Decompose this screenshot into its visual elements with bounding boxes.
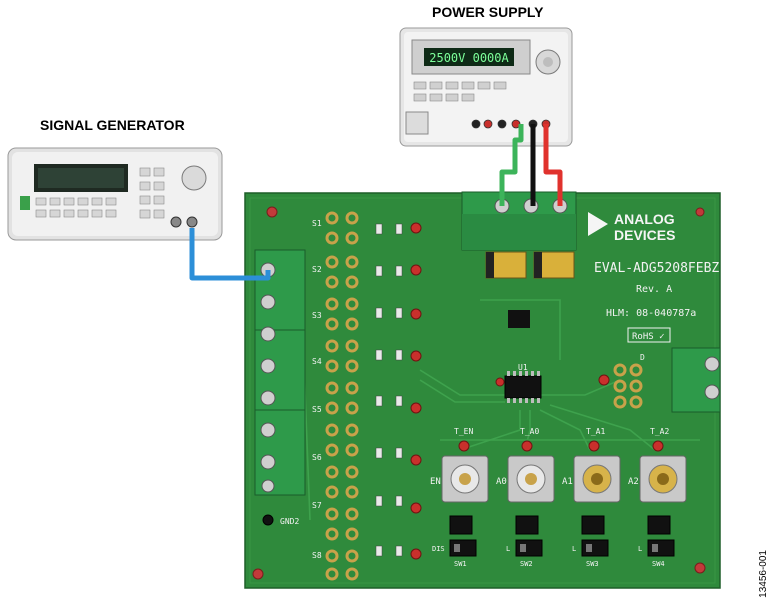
control-test-point-label: T_EN <box>454 427 473 436</box>
connector-label: A1 <box>562 477 573 487</box>
mux-ic <box>504 375 542 399</box>
power-supply-label: POWER SUPPLY <box>432 4 544 20</box>
ic-label: U1 <box>518 363 528 372</box>
board-revision: Rev. A <box>636 284 672 295</box>
source-label: S7 <box>312 501 322 510</box>
analog-devices-logo <box>588 212 608 236</box>
board-part-number: EVAL-ADG5208FEBZ <box>594 261 719 276</box>
source-label: S5 <box>312 405 322 414</box>
red-wire <box>543 124 563 206</box>
sma-connectors <box>441 455 687 503</box>
source-label: S6 <box>312 453 322 462</box>
board-hlm: HLM: 08-040787a <box>606 308 696 319</box>
connector-label: EN <box>430 477 441 487</box>
brand-line2: DEVICES <box>614 227 675 243</box>
switch-label: SW1 <box>454 560 467 568</box>
green-wire <box>499 124 524 206</box>
brand-line1: ANALOG <box>614 211 675 227</box>
control-test-point-label: T_A2 <box>650 427 669 436</box>
switch[interactable] <box>647 539 675 557</box>
switch[interactable] <box>515 539 543 557</box>
switch-side-label: DIS <box>432 545 445 553</box>
connector-label: A0 <box>496 477 507 487</box>
signal-generator-label: SIGNAL GENERATOR <box>40 117 185 133</box>
switch-side-label: L <box>572 545 576 553</box>
drain-label: D <box>640 353 645 362</box>
switch-label: SW3 <box>586 560 599 568</box>
control-test-point-label: T_A0 <box>520 427 539 436</box>
switch[interactable] <box>449 539 477 557</box>
gnd-label: GND2 <box>280 517 299 526</box>
source-terminal-blocks <box>254 249 306 496</box>
signal-generator-unit <box>7 147 223 241</box>
switch-label: SW4 <box>652 560 665 568</box>
switch-side-label: L <box>506 545 510 553</box>
connector-label: A2 <box>628 477 639 487</box>
rohs-mark: RoHS ✓ <box>632 332 665 342</box>
control-test-point-label: T_A1 <box>586 427 605 436</box>
switch[interactable] <box>581 539 609 557</box>
eval-board: U1 <box>244 191 721 589</box>
signal-generator-knob[interactable] <box>181 165 207 191</box>
psu-display-text: 2500V 0000A <box>429 51 509 65</box>
blue-wire <box>189 228 271 281</box>
source-label: S4 <box>312 357 322 366</box>
source-label: S3 <box>312 311 322 320</box>
source-label: S8 <box>312 551 322 560</box>
psu-display <box>424 48 514 66</box>
source-label: S1 <box>312 219 322 228</box>
switch-label: SW2 <box>520 560 533 568</box>
switch-side-label: L <box>638 545 642 553</box>
power-supply-unit: 2500V 0000A <box>399 27 573 147</box>
source-label: S2 <box>312 265 322 274</box>
